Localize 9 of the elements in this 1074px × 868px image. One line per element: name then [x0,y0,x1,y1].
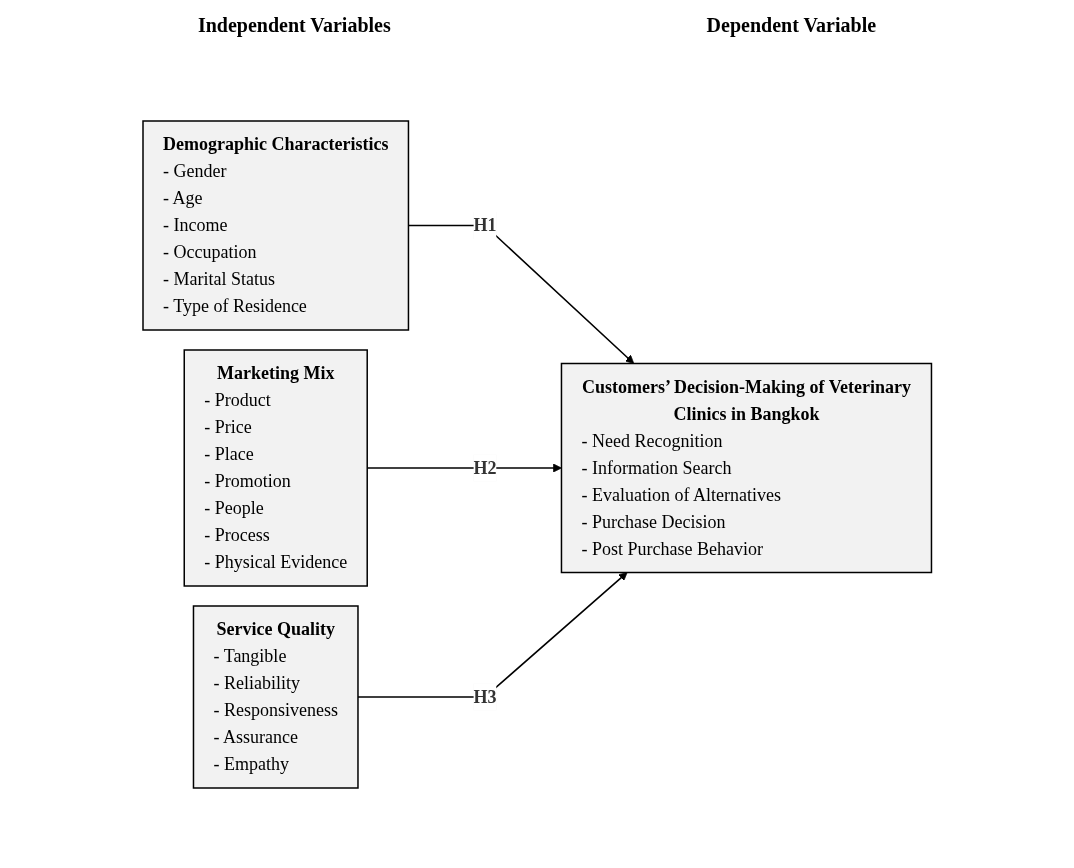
column-heading: Independent Variables [197,14,391,39]
node-box: Marketing Mix - Product - Price - Place - Promotion - People - Process - Physical Evidence [183,348,368,587]
node-box: Service Quality - Tangible - Reliability - Responsiveness - Assurance - Empathy [192,604,359,789]
edge-label: H3 [473,686,497,706]
node-box: Demographic Characteristics - Gender - Age - Income - Occupation - Marital Status - Type of Residence [142,119,409,331]
column-heading: Dependent Variable [706,14,877,39]
edge-label: H1 [473,214,497,235]
edge-label: H2 [473,457,497,477]
node-box: Customers’ Decision-Making of Veterinary Clinics in Bangkok - Need Recognition - Information Search - Evaluation of Alternatives - Purchase Decision - Post Purchase Behavior [560,362,932,573]
